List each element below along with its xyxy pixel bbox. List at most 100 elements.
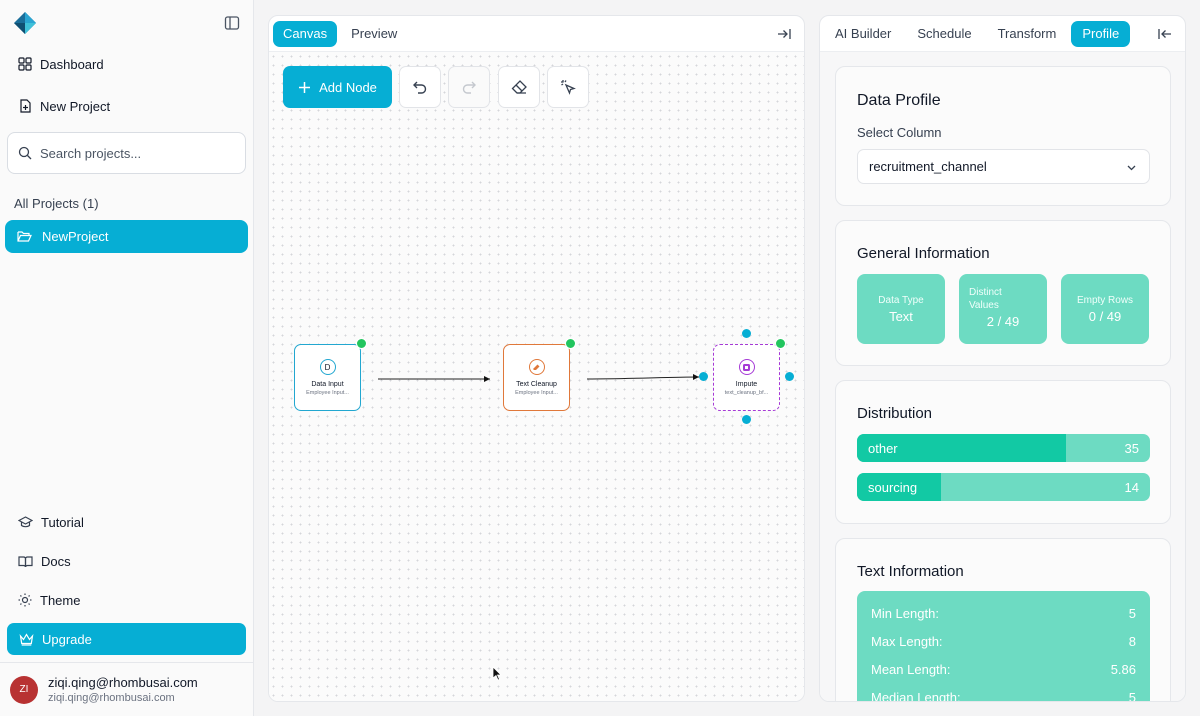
add-node-label: Add Node (319, 79, 377, 95)
add-node-button[interactable]: Add Node (283, 66, 392, 108)
text-info-row: Median Length: 5 (871, 690, 1136, 702)
text-info-row: Max Length: 8 (871, 634, 1136, 649)
magic-cursor-icon (561, 80, 576, 95)
canvas-tabbar: Canvas Preview (269, 16, 804, 52)
undo-button[interactable] (399, 66, 441, 108)
status-check-icon (565, 338, 576, 349)
node-title: Text Cleanup (516, 381, 557, 388)
text-info-label: Max Length: (871, 634, 943, 649)
stat-label: Empty Rows (1076, 294, 1134, 306)
impute-icon (738, 359, 755, 375)
collapse-right-icon[interactable] (776, 26, 792, 42)
dashboard-icon (18, 57, 32, 71)
profile-tabbar: AI Builder Schedule Transform Profile (820, 16, 1185, 52)
column-select[interactable]: recruitment_channel (857, 149, 1150, 184)
auto-layout-button[interactable] (547, 66, 589, 108)
node-impute[interactable]: Impute text_cleanup_bf... (713, 338, 786, 411)
nav-new-project[interactable]: New Project (8, 88, 246, 124)
redo-icon (462, 81, 476, 94)
nav-tutorial[interactable]: Tutorial (8, 504, 246, 540)
tab-schedule[interactable]: Schedule (917, 26, 972, 41)
user-name: ziqi.qing@rhombusai.com (48, 675, 198, 690)
node-text-cleanup[interactable]: Text Cleanup Employee Input... (503, 338, 576, 411)
sidebar-toggle-icon[interactable] (224, 15, 240, 31)
tab-profile[interactable]: Profile (1071, 20, 1131, 47)
nav-docs-label: Docs (41, 553, 71, 569)
edge-cleanup-to-impute[interactable] (586, 374, 700, 381)
plus-icon (299, 81, 311, 93)
select-column-label: Select Column (857, 125, 942, 140)
stat-value: Text (889, 308, 913, 324)
data-profile-title: Data Profile (857, 92, 941, 109)
stat-label: Distinct Values (969, 287, 1002, 311)
graduation-cap-icon (18, 515, 33, 527)
clear-canvas-button[interactable] (498, 66, 540, 108)
distribution-bar[interactable]: sourcing 14 (857, 473, 1150, 501)
text-info-label: Median Length: (871, 690, 961, 702)
text-info-row: Min Length: 5 (871, 606, 1136, 621)
nav-docs[interactable]: Docs (8, 543, 246, 579)
canvas-panel: Canvas Preview Add Node (268, 15, 805, 702)
book-open-icon (18, 555, 33, 567)
redo-button[interactable] (448, 66, 490, 108)
general-info-title: General Information (857, 245, 990, 262)
user-profile[interactable]: ZI ziqi.qing@rhombusai.com ziqi.qing@rho… (0, 662, 254, 716)
tab-transform[interactable]: Transform (997, 26, 1057, 41)
distribution-bar[interactable]: other 35 (857, 434, 1150, 462)
distribution-count: 35 (1124, 441, 1139, 456)
connection-handle-top[interactable] (742, 329, 751, 338)
projects-header: All Projects (1) (14, 196, 99, 211)
status-check-icon (775, 338, 786, 349)
search-icon (18, 146, 32, 160)
project-search[interactable] (7, 132, 246, 174)
node-data-input[interactable]: D Data Input Employee Input... (294, 338, 367, 411)
text-info-card: Text Information Min Length: 5 Max Lengt… (835, 538, 1171, 702)
tab-canvas[interactable]: Canvas (273, 20, 338, 47)
sun-icon (18, 593, 32, 607)
profile-panel: AI Builder Schedule Transform Profile Da… (819, 15, 1186, 702)
new-project-icon (20, 99, 31, 113)
workflow-canvas[interactable]: Add Node (269, 52, 804, 701)
avatar: ZI (10, 675, 38, 704)
stat-empty-rows: Empty Rows 0 / 49 (1061, 274, 1149, 344)
connection-handle-left[interactable] (699, 372, 708, 381)
text-info-value: 5 (1128, 606, 1136, 621)
data-input-icon: D (319, 359, 336, 375)
connection-handle-bottom[interactable] (742, 415, 751, 424)
connection-handle-right[interactable] (785, 372, 794, 381)
collapse-left-icon[interactable] (1157, 26, 1173, 42)
general-info-card: General Information Data Type Text Disti… (835, 220, 1171, 366)
text-info-box: Min Length: 5 Max Length: 8 Mean Length:… (857, 591, 1150, 702)
nav-theme-label: Theme (40, 592, 81, 608)
column-select-value: recruitment_channel (869, 159, 987, 174)
data-profile-card: Data Profile Select Column recruitment_c… (835, 66, 1171, 206)
sidebar: Dashboard New Project All Projects (1) N… (0, 0, 254, 716)
crown-icon (19, 632, 34, 646)
upgrade-label: Upgrade (42, 631, 92, 647)
text-info-title: Text Information (857, 563, 964, 580)
tab-ai-builder[interactable]: AI Builder (835, 26, 892, 41)
upgrade-button[interactable]: Upgrade (7, 623, 246, 655)
tab-preview[interactable]: Preview (351, 26, 398, 41)
status-check-icon (356, 338, 367, 349)
nav-theme[interactable]: Theme (8, 582, 246, 618)
user-email: ziqi.qing@rhombusai.com (48, 692, 175, 704)
node-subtitle: text_cleanup_bf... (724, 390, 769, 396)
stat-distinct-values: Distinct Values 2 / 49 (959, 274, 1047, 344)
project-item-newproject[interactable]: NewProject (5, 220, 248, 253)
node-subtitle: Employee Input... (515, 390, 558, 396)
stat-value: 0 / 49 (1088, 308, 1122, 324)
profile-content[interactable]: Data Profile Select Column recruitment_c… (820, 52, 1185, 702)
distribution-label: other (868, 441, 898, 456)
search-input[interactable] (40, 145, 230, 161)
eraser-icon (528, 359, 545, 375)
node-title: Impute (735, 381, 758, 388)
nav-dashboard[interactable]: Dashboard (8, 46, 246, 82)
distribution-fill (857, 473, 941, 501)
text-info-label: Mean Length: (871, 662, 951, 677)
eraser-icon (511, 80, 527, 94)
stat-value: 2 / 49 (986, 314, 1020, 329)
node-title: Data Input (311, 381, 344, 388)
text-info-row: Mean Length: 5.86 (871, 662, 1136, 677)
app-logo[interactable] (14, 12, 36, 34)
